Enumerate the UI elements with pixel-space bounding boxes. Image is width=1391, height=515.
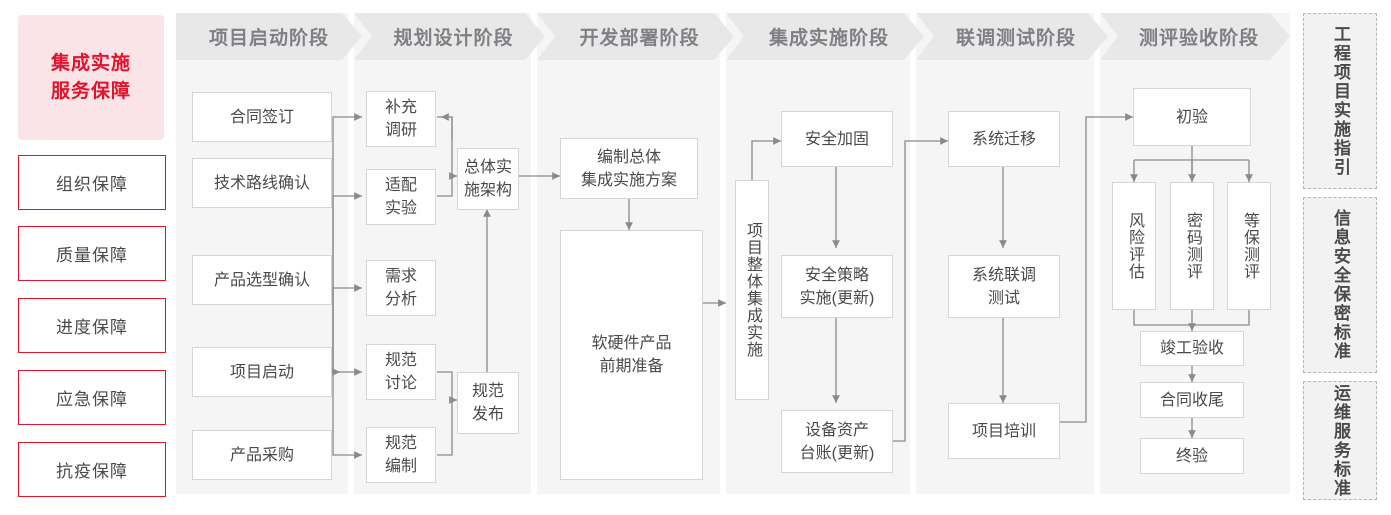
node-security-hardening[interactable]: 安全加固 xyxy=(781,111,893,167)
guarantee-card-epidemic[interactable]: 抗疫保障 xyxy=(18,442,166,497)
standard-card-engineering-guideline[interactable]: 工程项目实施指引 xyxy=(1303,13,1377,189)
node-overall-project-integration[interactable]: 项目整体集成实施 xyxy=(735,180,769,400)
node-project-training[interactable]: 项目培训 xyxy=(948,403,1060,459)
standard-card-ops-service-label: 运维服务标准 xyxy=(1331,383,1350,498)
node-supplementary-research[interactable]: 补充调研 xyxy=(366,91,436,147)
phase-header-5[interactable]: 联调测试阶段 xyxy=(916,13,1108,60)
node-overall-implementation-architecture[interactable]: 总体实施架构 xyxy=(457,148,519,210)
node-risk-assessment[interactable]: 风险评估 xyxy=(1112,182,1156,310)
guarantee-card-quality[interactable]: 质量保障 xyxy=(18,226,166,281)
phase-header-2[interactable]: 规划设计阶段 xyxy=(354,13,545,60)
node-tech-route-confirm[interactable]: 技术路线确认 xyxy=(192,158,332,208)
node-hw-sw-product-preparation[interactable]: 软硬件产品前期准备 xyxy=(560,230,703,480)
lead-card-text: 集成实施 服务保障 xyxy=(51,50,131,106)
standard-card-ops-service[interactable]: 运维服务标准 xyxy=(1303,381,1377,500)
left-sidebar: 集成实施 服务保障 组织保障 质量保障 进度保障 应急保障 抗疫保障 xyxy=(18,15,166,500)
lead-card: 集成实施 服务保障 xyxy=(18,15,164,140)
phase-band-1 xyxy=(176,13,348,494)
phase-header-3[interactable]: 开发部署阶段 xyxy=(537,13,734,60)
lead-card-line2: 服务保障 xyxy=(50,80,131,102)
guarantee-card-emergency[interactable]: 应急保障 xyxy=(18,370,166,425)
node-product-procurement[interactable]: 产品采购 xyxy=(192,430,332,480)
node-cryptography-evaluation[interactable]: 密码测评 xyxy=(1170,182,1214,310)
node-final-acceptance[interactable]: 终验 xyxy=(1140,438,1244,474)
node-mlps-evaluation[interactable]: 等保测评 xyxy=(1227,182,1271,310)
node-system-migration[interactable]: 系统迁移 xyxy=(948,111,1060,167)
node-standard-discussion[interactable]: 规范讨论 xyxy=(366,344,436,400)
node-requirement-analysis[interactable]: 需求分析 xyxy=(366,260,436,316)
phase-header-6[interactable]: 测评验收阶段 xyxy=(1100,13,1290,60)
node-device-asset-ledger-update[interactable]: 设备资产台账(更新) xyxy=(781,410,893,473)
node-compile-overall-integration-plan[interactable]: 编制总体集成实施方案 xyxy=(560,138,698,199)
node-security-policy-update[interactable]: 安全策略实施(更新) xyxy=(781,255,893,318)
node-standard-drafting[interactable]: 规范编制 xyxy=(366,427,436,483)
node-standard-release[interactable]: 规范发布 xyxy=(457,372,519,434)
node-product-selection-confirm[interactable]: 产品选型确认 xyxy=(192,255,332,305)
node-adaptation-experiment[interactable]: 适配实验 xyxy=(366,169,436,225)
standard-card-infosec-confidentiality[interactable]: 信息安全保密标准 xyxy=(1303,197,1377,373)
right-sidebar: 工程项目实施指引 信息安全保密标准 运维服务标准 xyxy=(1303,13,1377,500)
node-preliminary-acceptance[interactable]: 初验 xyxy=(1133,88,1251,146)
standard-card-infosec-confidentiality-label: 信息安全保密标准 xyxy=(1331,209,1350,361)
node-completion-acceptance[interactable]: 竣工验收 xyxy=(1140,331,1244,366)
node-project-kickoff[interactable]: 项目启动 xyxy=(192,347,332,397)
standard-card-engineering-guideline-label: 工程项目实施指引 xyxy=(1331,25,1350,177)
phase-header-4[interactable]: 集成实施阶段 xyxy=(726,13,924,60)
node-contract-signing[interactable]: 合同签订 xyxy=(192,92,332,142)
node-system-joint-debug-test[interactable]: 系统联调测试 xyxy=(948,255,1060,318)
phase-header-1[interactable]: 项目启动阶段 xyxy=(176,13,362,60)
guarantee-card-schedule[interactable]: 进度保障 xyxy=(18,298,166,353)
lead-card-line1: 集成实施 xyxy=(50,52,131,74)
node-contract-closeout[interactable]: 合同收尾 xyxy=(1140,382,1244,418)
guarantee-card-organization[interactable]: 组织保障 xyxy=(18,155,166,210)
